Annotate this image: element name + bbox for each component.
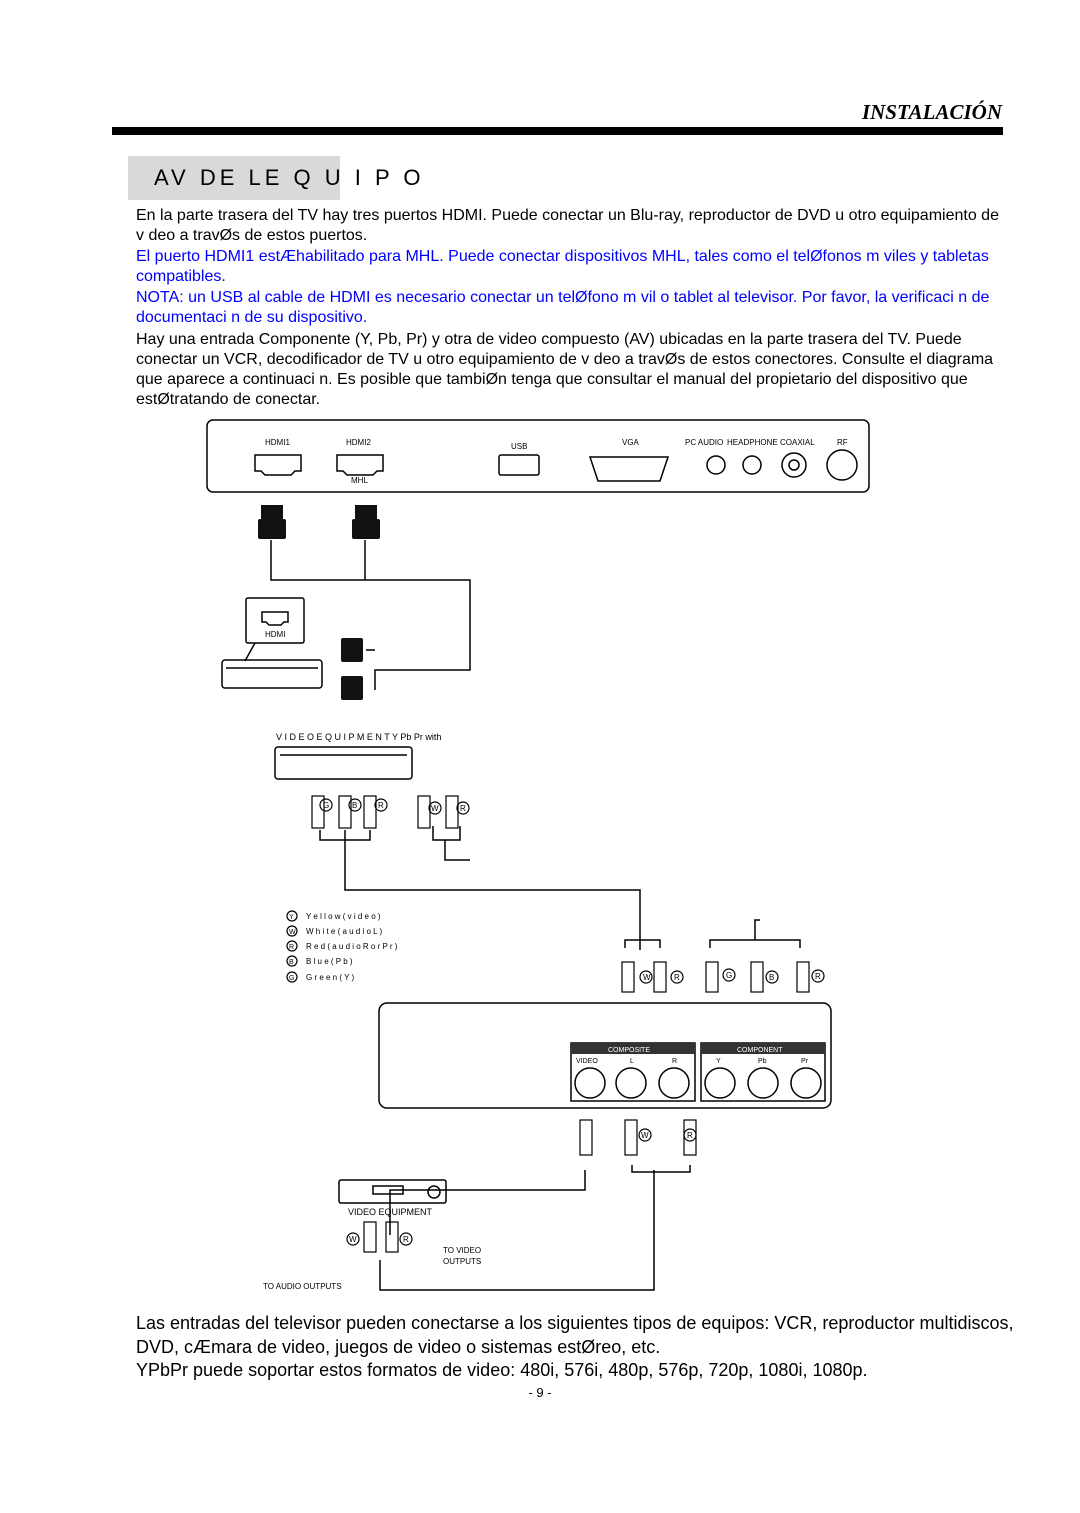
tv-back-panel bbox=[206, 419, 870, 493]
intro-paragraph-mhl: El puerto HDMI1 estÆhabilitado para MHL.… bbox=[136, 248, 989, 285]
mhl-label: MHL bbox=[351, 476, 368, 485]
svg-text:R: R bbox=[672, 1058, 677, 1065]
svg-text:G: G bbox=[323, 801, 329, 810]
to-video-outputs-label: TO VIDEO bbox=[443, 1246, 481, 1255]
svg-text:G: G bbox=[289, 975, 294, 982]
coaxial-label: COAXIAL bbox=[780, 438, 815, 447]
vga-label: VGA bbox=[622, 438, 640, 447]
vga-port bbox=[588, 456, 670, 482]
svg-text:W: W bbox=[349, 1235, 357, 1244]
svg-text:R: R bbox=[815, 972, 821, 981]
page-number: - 9 - bbox=[528, 1385, 552, 1400]
coaxial-port bbox=[781, 452, 807, 478]
section-title: AV DE LE Q U I P O bbox=[154, 165, 425, 190]
tv-input-panel bbox=[378, 1002, 832, 1109]
section-title-box bbox=[128, 156, 340, 200]
hdmi1-port bbox=[254, 454, 302, 476]
svg-text:R: R bbox=[289, 944, 294, 951]
intro-paragraph-component: Hay una entrada Componente (Y, Pb, Pr) y… bbox=[136, 331, 994, 408]
svg-text:R: R bbox=[460, 804, 466, 813]
svg-text:W h i t e ( a u d i o L ): W h i t e ( a u d i o L ) bbox=[306, 927, 383, 936]
usb-port bbox=[498, 454, 540, 476]
rf-port bbox=[826, 449, 858, 481]
headphone-label: HEADPHONE bbox=[727, 438, 778, 447]
composite-label: COMPOSITE bbox=[608, 1047, 650, 1054]
hdmi2-label: HDMI2 bbox=[346, 438, 371, 447]
svg-text:R: R bbox=[674, 973, 680, 982]
svg-text:B: B bbox=[769, 973, 774, 982]
to-audio-outputs-label: TO AUDIO OUTPUTS bbox=[263, 1282, 342, 1291]
pc-audio-port bbox=[706, 455, 726, 475]
bottom-paragraph-equipment: Las entradas del televisor pueden conect… bbox=[136, 1313, 1014, 1357]
svg-text:R: R bbox=[378, 801, 384, 810]
svg-text:B: B bbox=[352, 801, 357, 810]
svg-text:OUTPUTS: OUTPUTS bbox=[443, 1257, 481, 1266]
svg-text:R: R bbox=[687, 1131, 693, 1140]
pc-audio-label: PC AUDIO bbox=[685, 438, 723, 447]
svg-text:Pr: Pr bbox=[801, 1058, 809, 1065]
video-equipment-label: VIDEO EQUIPMENT bbox=[348, 1207, 433, 1217]
svg-text:R: R bbox=[403, 1235, 409, 1244]
rf-label: RF bbox=[837, 438, 848, 447]
ypbpr-with-label: Y Pb Pr with bbox=[392, 732, 441, 742]
hdmi1-label: HDMI1 bbox=[265, 438, 290, 447]
bottom-paragraph-formats: YPbPr puede soportar estos formatos de v… bbox=[136, 1360, 868, 1380]
header-rule bbox=[112, 127, 1003, 135]
hdmi2-port bbox=[336, 454, 384, 476]
svg-text:G: G bbox=[726, 971, 732, 980]
video-equipment-ypbpr-label: V I D E O E Q U I P M E N T bbox=[276, 732, 390, 742]
svg-text:B l u e ( P b ): B l u e ( P b ) bbox=[306, 957, 353, 966]
svg-text:Y e l l o w ( v i d e o ): Y e l l o w ( v i d e o ) bbox=[306, 912, 381, 921]
page-header-title: INSTALACIÓN bbox=[861, 100, 1002, 124]
svg-text:Pb: Pb bbox=[758, 1058, 767, 1065]
svg-text:R e d ( a u d i o R o r P r: R e d ( a u d i o R o r P r ) bbox=[306, 942, 398, 951]
svg-text:W: W bbox=[643, 973, 651, 982]
svg-text:W: W bbox=[289, 929, 296, 936]
svg-text:L: L bbox=[630, 1058, 634, 1065]
intro-paragraph-note: NOTA: un USB al cable de HDMI es necesar… bbox=[136, 289, 990, 326]
svg-text:Y: Y bbox=[289, 914, 294, 921]
svg-text:B: B bbox=[289, 959, 294, 966]
headphone-port bbox=[742, 455, 762, 475]
svg-text:VIDEO: VIDEO bbox=[576, 1058, 598, 1065]
component-label: COMPONENT bbox=[737, 1047, 783, 1054]
intro-paragraph-hdmi: En la parte trasera del TV hay tres puer… bbox=[136, 207, 999, 244]
svg-text:G r e e n ( Y ): G r e e n ( Y ) bbox=[306, 973, 355, 982]
hdmi-device-label: HDMI bbox=[265, 630, 285, 639]
svg-text:W: W bbox=[431, 804, 439, 813]
svg-text:W: W bbox=[641, 1131, 649, 1140]
svg-text:Y: Y bbox=[716, 1058, 721, 1065]
usb-label: USB bbox=[511, 442, 527, 451]
